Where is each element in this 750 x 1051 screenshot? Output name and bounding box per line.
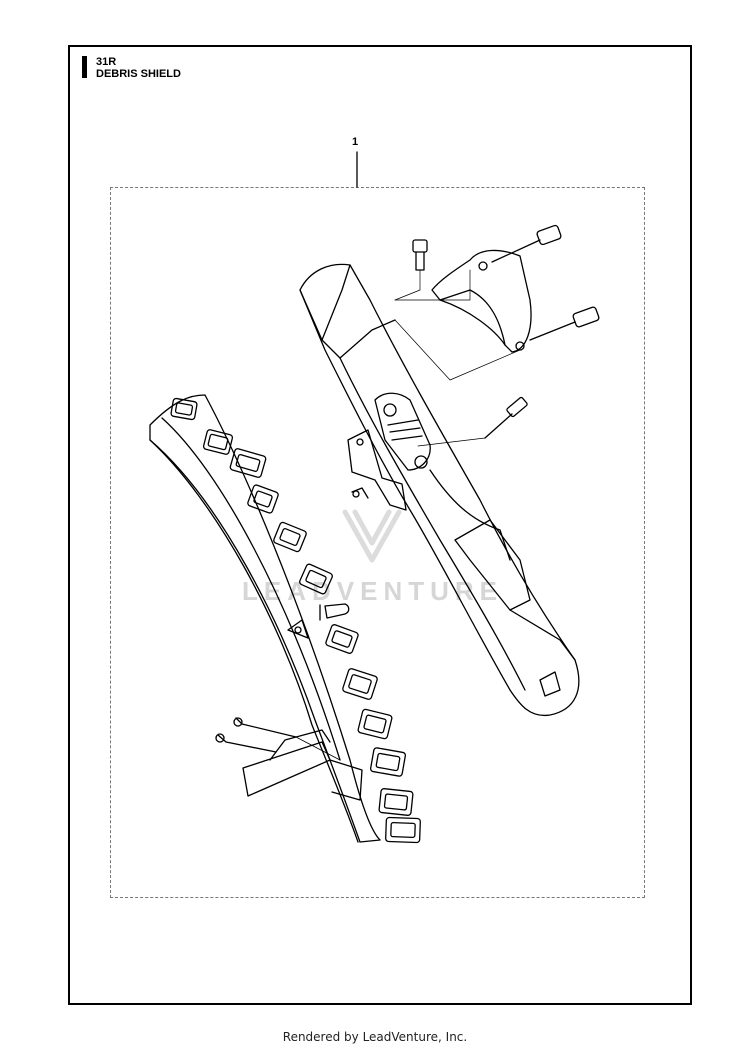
shield-pin[interactable] (319, 603, 350, 621)
callout-1[interactable]: 1 (352, 136, 359, 148)
section-title: DEBRIS SHIELD (96, 68, 181, 80)
side-bracket[interactable] (347, 429, 407, 511)
triangle-clip[interactable] (287, 619, 309, 639)
trimmer-guard[interactable] (299, 263, 580, 717)
bottom-bracket[interactable] (242, 729, 363, 801)
screw-top-1[interactable] (491, 224, 562, 263)
watermark-text: LEADVENTURE (242, 576, 504, 606)
section-marker (82, 56, 87, 78)
kit-boundary (110, 187, 645, 898)
guard-clamp[interactable] (374, 392, 431, 471)
shield-teeth (170, 397, 421, 844)
shield-body[interactable] (149, 394, 381, 843)
screw-small[interactable] (351, 487, 369, 499)
diagram-frame (68, 45, 692, 1005)
screw-bottom-2[interactable] (215, 733, 277, 753)
model-number: 31R (96, 56, 117, 68)
top-clamp[interactable] (431, 249, 532, 353)
footer-credit: Rendered by LeadVenture, Inc. (282, 1030, 468, 1044)
watermark-logo (342, 509, 402, 563)
screw-bottom-1[interactable] (233, 717, 297, 738)
screw-clamp[interactable] (417, 396, 528, 447)
screw-top-2[interactable] (529, 306, 600, 341)
bolt-top[interactable] (412, 239, 428, 271)
assembly-lines (394, 269, 521, 381)
